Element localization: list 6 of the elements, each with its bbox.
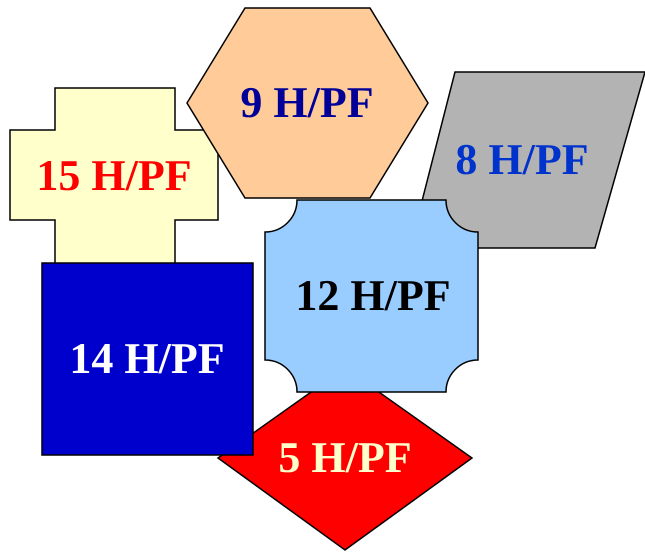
shape-label: 8 H/PF (455, 138, 589, 182)
shape-label: 5 H/PF (278, 436, 412, 480)
shape-label: 12 H/PF (295, 274, 451, 318)
shape-label: 14 H/PF (69, 337, 225, 381)
shape-label: 15 H/PF (36, 154, 192, 198)
shape-label: 9 H/PF (240, 81, 374, 125)
